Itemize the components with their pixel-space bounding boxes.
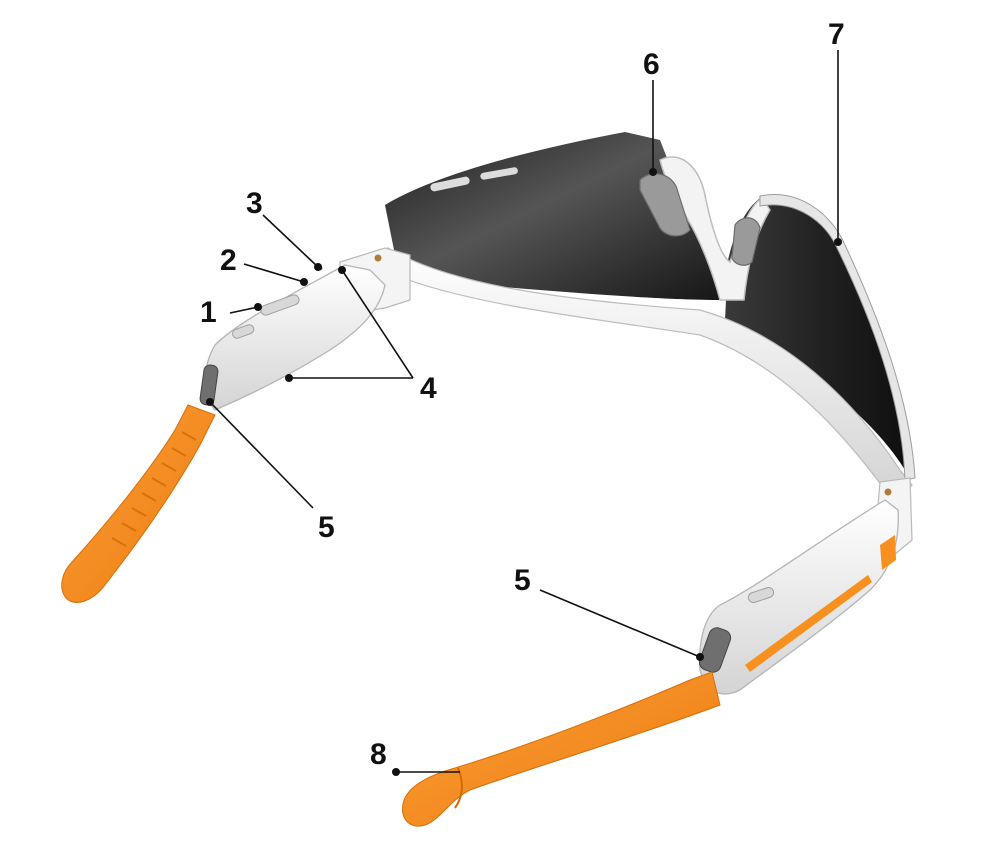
lens: [385, 132, 912, 470]
callout-label-1: 1: [200, 296, 217, 329]
nose-pad-assembly: [639, 156, 771, 301]
callouts: 1 2 3 4 5 5 6 7 8: [200, 18, 845, 776]
button-right[interactable]: [747, 586, 775, 604]
callout-dot-1: [254, 303, 262, 311]
button-1[interactable]: [259, 293, 300, 316]
right-housing-accent-2: [880, 535, 896, 570]
callout-dot-3: [314, 263, 322, 271]
right-temple-arm: [402, 671, 721, 827]
lens-vent-1: [430, 176, 470, 192]
callout-label-4: 4: [420, 372, 437, 405]
callout-dot-4b: [285, 374, 293, 382]
callout-dot-8: [392, 768, 400, 776]
callout-dot-6: [649, 168, 657, 176]
right-temple-housing: [698, 499, 899, 695]
button-1b[interactable]: [231, 323, 255, 339]
callout-label-6: 6: [643, 48, 660, 81]
lens-left-panel: [385, 132, 722, 300]
callout-label-2: 2: [220, 244, 237, 277]
callout-dot-5a: [206, 398, 214, 406]
callout-label-5a: 5: [318, 511, 335, 544]
speaker-left: [199, 364, 219, 406]
callout-label-8: 8: [370, 738, 387, 771]
callout-dot-5b: [696, 653, 704, 661]
speaker-right: [698, 627, 732, 673]
callout-dot-7: [834, 238, 842, 246]
callout-label-3: 3: [246, 187, 263, 220]
lens-vent-2: [480, 167, 518, 180]
left-temple-arm: [61, 404, 216, 603]
nose-pad-right: [731, 217, 761, 266]
left-temple-housing: [199, 264, 386, 411]
callout-label-7: 7: [828, 18, 845, 51]
lens-right-panel: [725, 196, 912, 470]
callout-dot-2: [300, 278, 308, 286]
right-housing-accent: [745, 575, 872, 672]
callout-dot-4a: [338, 266, 346, 274]
callout-label-5b: 5: [514, 564, 531, 597]
